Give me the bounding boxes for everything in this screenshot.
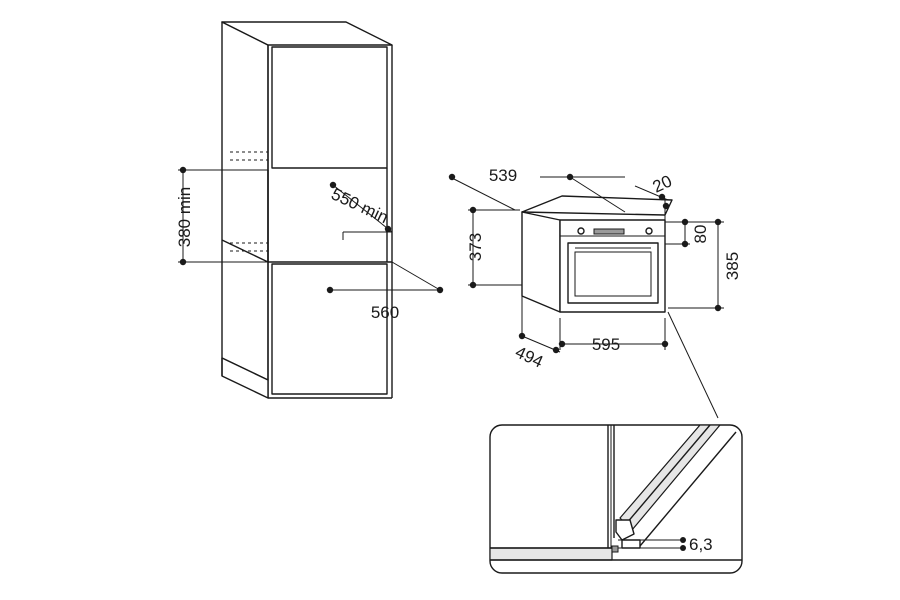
detail-inset: 6,3 — [489, 424, 743, 574]
dimension-380-min: 380 min — [175, 166, 268, 266]
dim-label-20: 20 — [650, 171, 675, 196]
oven-body — [521, 195, 673, 313]
cabinet-lower-door — [271, 263, 388, 395]
dim-label-6-3: 6,3 — [689, 535, 713, 554]
dimension-80: 80 — [665, 218, 710, 248]
dim-label-385: 385 — [723, 252, 742, 280]
dim-label-550-min: 550 min — [328, 184, 391, 227]
dim-label-539: 539 — [489, 166, 517, 185]
dimension-385: 385 — [668, 218, 742, 312]
cabinet-column — [221, 21, 393, 399]
dim-label-560: 560 — [371, 303, 399, 322]
dimension-560: 560 — [326, 261, 444, 322]
cabinet-upper-door — [271, 46, 388, 169]
dim-label-494: 494 — [512, 342, 546, 371]
detail-leader-line — [667, 311, 719, 419]
dimension-595: 595 — [558, 318, 669, 354]
dimension-550-min: 550 min — [328, 181, 393, 233]
dim-label-80: 80 — [691, 225, 710, 244]
dim-label-373: 373 — [466, 233, 485, 261]
dim-label-595: 595 — [592, 335, 620, 354]
dim-label-380-min: 380 min — [175, 187, 194, 247]
dimension-373: 373 — [466, 206, 522, 289]
dimension-539: 539 — [448, 166, 626, 213]
